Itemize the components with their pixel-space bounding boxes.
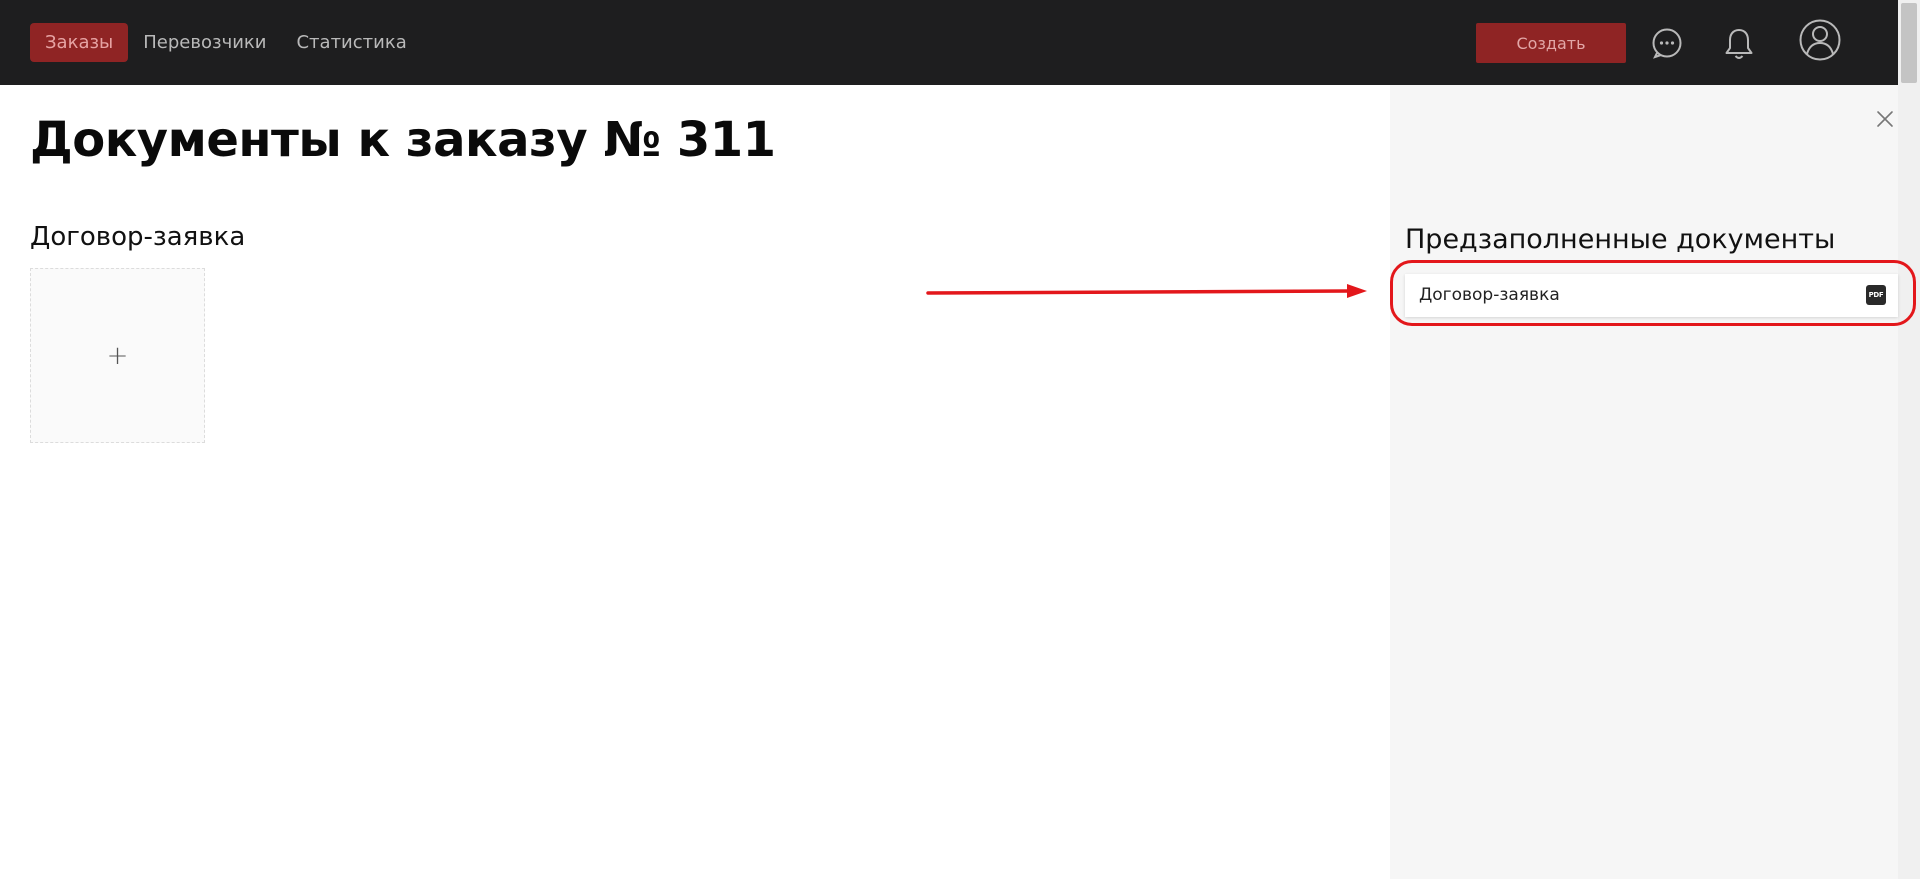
- pdf-icon[interactable]: PDF: [1866, 285, 1886, 305]
- create-button[interactable]: Создать: [1476, 23, 1626, 63]
- page-title: Документы к заказу № 311: [30, 112, 776, 168]
- nav-item-carriers[interactable]: Перевозчики: [143, 32, 267, 53]
- bell-icon[interactable]: [1723, 27, 1755, 61]
- nav-item-orders[interactable]: Заказы: [30, 23, 129, 62]
- nav-item-statistics[interactable]: Статистика: [296, 32, 407, 53]
- scrollbar-thumb[interactable]: [1901, 3, 1917, 83]
- plus-icon: +: [106, 340, 129, 371]
- upload-document-dropzone[interactable]: +: [30, 268, 205, 443]
- user-icon[interactable]: [1798, 18, 1842, 62]
- chat-icon[interactable]: [1651, 27, 1683, 59]
- annotation-arrow: [926, 284, 1367, 298]
- close-icon[interactable]: [1875, 109, 1895, 129]
- top-navigation-bar: Заказы Перевозчики Статистика Создать: [0, 0, 1920, 85]
- prefilled-documents-panel: [1390, 85, 1898, 879]
- prefilled-document-item[interactable]: Договор-заявка PDF: [1405, 274, 1898, 317]
- document-label: Договор-заявка: [1419, 285, 1560, 305]
- main-nav: Заказы Перевозчики Статистика: [30, 23, 422, 62]
- scrollbar-track[interactable]: [1898, 0, 1920, 879]
- panel-title: Предзаполненные документы: [1405, 224, 1836, 255]
- section-title-contract: Договор-заявка: [30, 222, 246, 252]
